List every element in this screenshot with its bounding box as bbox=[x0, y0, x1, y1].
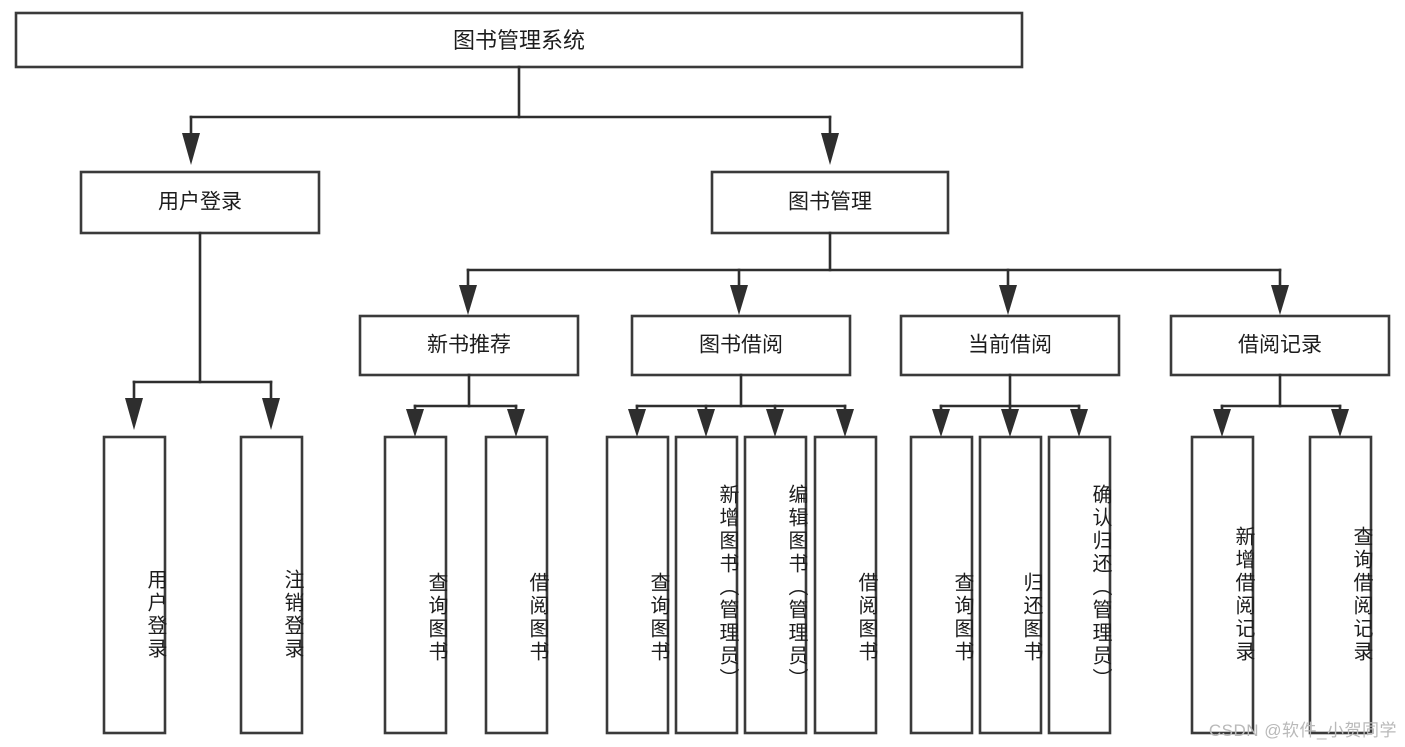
node-root-box[interactable] bbox=[14, 11, 1024, 69]
arrowhead-book-management bbox=[821, 133, 839, 165]
arrowhead-new-book bbox=[459, 285, 477, 315]
arrowhead-leaf-confirm-return bbox=[1070, 409, 1088, 437]
node-current-borrow-box[interactable] bbox=[899, 314, 1121, 377]
leaf-edit-book-box[interactable] bbox=[743, 435, 808, 735]
arrowhead-leaf-query-book-2 bbox=[628, 409, 646, 437]
node-book-borrow-box[interactable] bbox=[630, 314, 852, 377]
arrowhead-leaf-user-login bbox=[125, 398, 143, 430]
node-book-borrow-label: 图书借阅 bbox=[699, 334, 783, 357]
leaf-return-book-box[interactable] bbox=[978, 435, 1043, 735]
arrowhead-borrow-record bbox=[1271, 285, 1289, 315]
leaf-query-book-1-box[interactable] bbox=[383, 435, 448, 735]
leaf-logout-login-box[interactable] bbox=[239, 435, 304, 735]
node-user-login-label: 用户登录 bbox=[158, 191, 242, 214]
arrowhead-leaf-borrow-book-2 bbox=[836, 409, 854, 437]
arrowhead-current-borrow bbox=[999, 285, 1017, 315]
csdn-watermark: CSDN @软件_小贺同学 bbox=[1208, 721, 1397, 740]
node-new-book-recommend-box[interactable] bbox=[358, 314, 580, 377]
leaf-confirm-return-box[interactable] bbox=[1047, 435, 1112, 735]
leaf-query-book-2-box[interactable] bbox=[605, 435, 670, 735]
arrowhead-leaf-add-book bbox=[697, 409, 715, 437]
node-book-management-box[interactable] bbox=[710, 170, 950, 235]
leaf-borrow-book-1-box[interactable] bbox=[484, 435, 549, 735]
leaf-query-record-box[interactable] bbox=[1308, 435, 1373, 735]
arrowhead-leaf-query-book-1 bbox=[406, 409, 424, 437]
arrowhead-leaf-query-record bbox=[1331, 409, 1349, 437]
node-new-book-recommend-label: 新书推荐 bbox=[427, 334, 511, 357]
arrowhead-leaf-query-book-3 bbox=[932, 409, 950, 437]
arrowhead-book-borrow bbox=[730, 285, 748, 315]
leaf-user-login-box[interactable] bbox=[102, 435, 167, 735]
node-book-management-label: 图书管理 bbox=[788, 191, 872, 214]
arrowhead-leaf-logout bbox=[262, 398, 280, 430]
arrowhead-user-login bbox=[182, 133, 200, 165]
leaf-add-book-box[interactable] bbox=[674, 435, 739, 735]
node-borrow-record-label: 借阅记录 bbox=[1238, 334, 1322, 357]
leaf-borrow-book-2-box[interactable] bbox=[813, 435, 878, 735]
leaf-add-record-box[interactable] bbox=[1190, 435, 1255, 735]
leaf-query-book-3-box[interactable] bbox=[909, 435, 974, 735]
node-root-label: 图书管理系统 bbox=[453, 28, 585, 53]
arrowhead-leaf-borrow-book-1 bbox=[507, 409, 525, 437]
arrowhead-leaf-edit-book bbox=[766, 409, 784, 437]
arrowhead-leaf-add-record bbox=[1213, 409, 1231, 437]
node-borrow-record-box[interactable] bbox=[1169, 314, 1391, 377]
arrowhead-leaf-return-book bbox=[1001, 409, 1019, 437]
node-current-borrow-label: 当前借阅 bbox=[968, 334, 1052, 357]
